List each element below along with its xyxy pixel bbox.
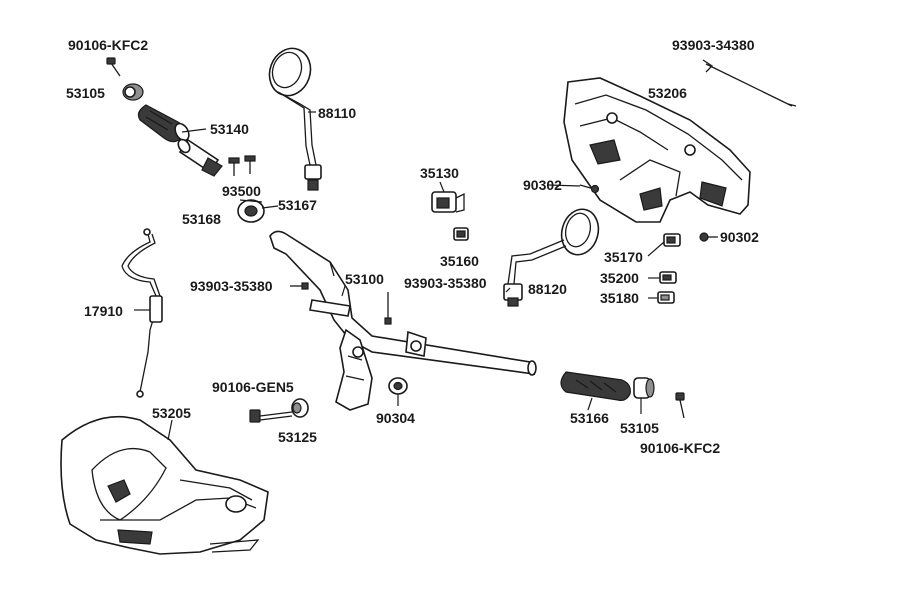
label-35200: 35200 <box>600 270 639 286</box>
switch-35130 <box>431 191 465 213</box>
cable-93903-34380 <box>702 59 797 107</box>
throttle-cable-17910 <box>121 228 163 398</box>
screw-90106-kfc2-top <box>106 57 121 77</box>
label-90106-kfc2-bottom: 90106-KFC2 <box>640 440 720 456</box>
housing-53168 <box>237 199 265 223</box>
label-90106-gen5: 90106-GEN5 <box>212 379 294 395</box>
label-93903-35380-left: 93903-35380 <box>190 278 273 294</box>
label-17910: 17910 <box>84 303 123 319</box>
bolt-90106-gen5 <box>249 409 293 423</box>
label-35170: 35170 <box>604 249 643 265</box>
part-labels: 90106-KFC2 53105 53140 93500 53168 53167… <box>66 37 759 456</box>
label-53205: 53205 <box>152 405 191 421</box>
screws-93500 <box>228 155 256 176</box>
collar-53125 <box>291 398 309 418</box>
switch-35180 <box>657 291 675 304</box>
label-88120: 88120 <box>528 281 567 297</box>
label-93500: 93500 <box>222 183 261 199</box>
mirror-88120 <box>503 208 600 307</box>
label-90302-a: 90302 <box>523 177 562 193</box>
label-53167: 53167 <box>278 197 317 213</box>
label-93903-34380: 93903-34380 <box>672 37 755 53</box>
label-90304: 90304 <box>376 410 415 426</box>
grip-53166 <box>560 371 631 401</box>
label-53166: 53166 <box>570 410 609 426</box>
label-53168: 53168 <box>182 211 221 227</box>
label-88110: 88110 <box>318 105 356 121</box>
screw-90302-b <box>699 232 716 242</box>
label-53100: 53100 <box>345 271 384 287</box>
label-53125: 53125 <box>278 429 317 445</box>
grip-53140 <box>137 104 190 143</box>
label-93903-35380-right: 93903-35380 <box>404 275 487 291</box>
screw-93903-35380-right <box>384 292 392 325</box>
label-90302-b: 90302 <box>720 229 759 245</box>
bar-end-53105-top <box>122 83 144 101</box>
label-53206: 53206 <box>648 85 687 101</box>
screw-90106-kfc2-bottom <box>675 392 685 419</box>
bar-end-53105-bottom <box>633 377 655 399</box>
front-cover-53205 <box>60 415 269 555</box>
screw-90302-a <box>579 184 600 194</box>
throttle-tube-53140 <box>177 138 223 177</box>
label-53105-bottom: 53105 <box>620 420 659 436</box>
label-35180: 35180 <box>600 290 639 306</box>
spacer-90304 <box>388 377 408 395</box>
switch-35160 <box>453 227 469 241</box>
label-53140: 53140 <box>210 121 249 137</box>
label-53105-top: 53105 <box>66 85 105 101</box>
leader-lines <box>134 111 718 441</box>
label-35160: 35160 <box>440 253 479 269</box>
handlebar-53100 <box>269 230 537 411</box>
switch-35200 <box>659 271 677 284</box>
screw-93903-35380-left <box>290 282 309 290</box>
switch-35170 <box>663 233 681 247</box>
label-90106-kfc2-top: 90106-KFC2 <box>68 37 148 53</box>
rear-cover-53206 <box>563 77 751 223</box>
mirror-88110 <box>268 47 322 191</box>
label-35130: 35130 <box>420 165 459 181</box>
